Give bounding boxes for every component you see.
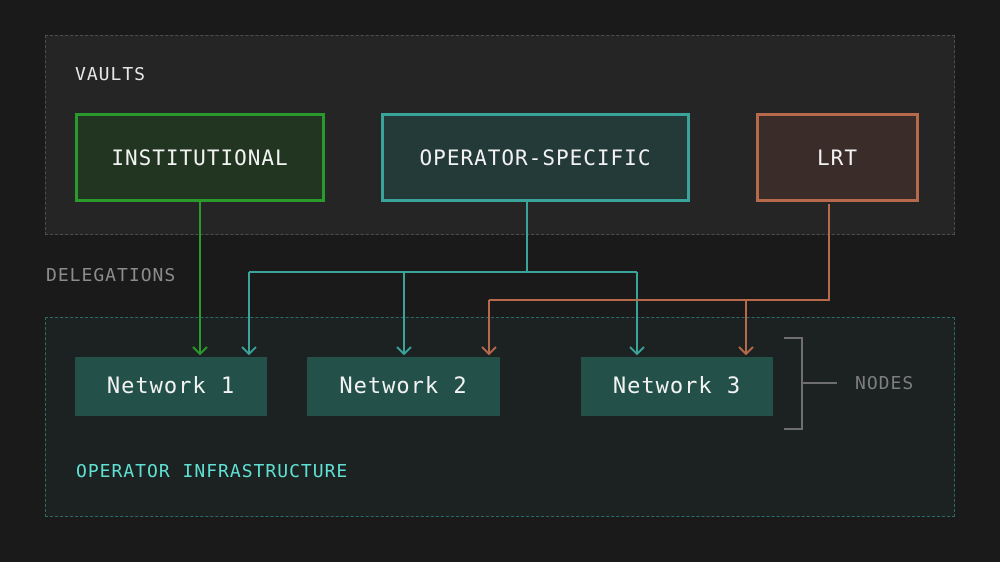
network-2-box: Network 2 (307, 357, 500, 416)
network-3-box: Network 3 (581, 357, 773, 416)
vault-institutional: INSTITUTIONAL (75, 113, 325, 202)
nodes-bracket (784, 337, 837, 430)
vault-operator-specific-label: OPERATOR-SPECIFIC (419, 145, 652, 170)
network-1-box: Network 1 (75, 357, 267, 416)
operator-infrastructure-title: OPERATOR INFRASTRUCTURE (76, 461, 349, 482)
vault-lrt-label: LRT (817, 145, 858, 170)
network-3-label: Network 3 (612, 374, 742, 399)
nodes-label: NODES (855, 373, 915, 394)
delegations-label: DELEGATIONS (46, 265, 177, 286)
vaults-title: VAULTS (75, 64, 147, 85)
edge-lrt-trunk (489, 204, 830, 301)
vault-operator-specific: OPERATOR-SPECIFIC (381, 113, 690, 202)
vault-institutional-label: INSTITUTIONAL (111, 145, 289, 170)
network-1-label: Network 1 (106, 374, 236, 399)
network-2-label: Network 2 (339, 374, 468, 399)
vault-lrt: LRT (756, 113, 919, 202)
edge-operator-trunk (249, 202, 637, 273)
